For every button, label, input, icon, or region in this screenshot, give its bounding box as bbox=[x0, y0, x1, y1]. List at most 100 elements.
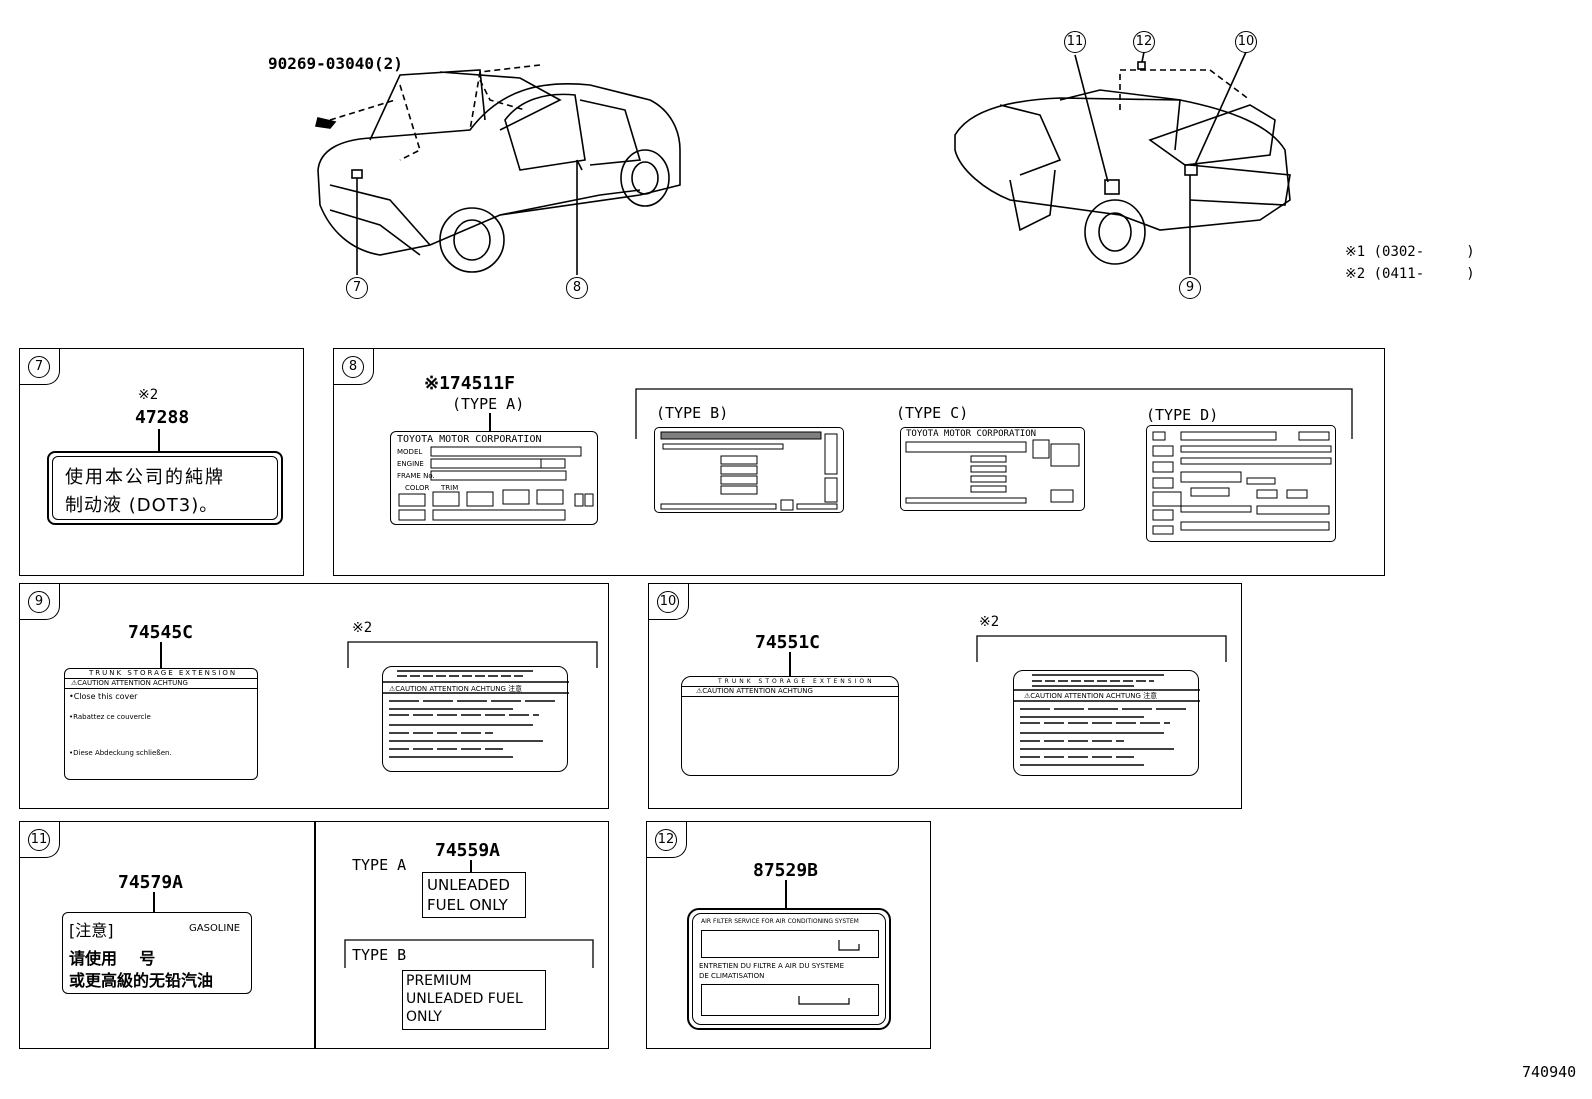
premium-fuel-label: PREMIUM UNLEADED FUEL ONLY bbox=[402, 970, 546, 1030]
type-a-plate: TOYOTA MOTOR CORPORATION MODEL ENGINE FR… bbox=[390, 431, 598, 525]
callout-12: 12 bbox=[1133, 31, 1155, 53]
trunk-label-10-alt: ⚠CAUTION ATTENTION ACHTUNG 注意 bbox=[1013, 670, 1200, 776]
air-filter-box-1 bbox=[701, 930, 879, 958]
callout-8: 8 bbox=[566, 277, 588, 299]
rule bbox=[682, 686, 898, 687]
premium-line-3: ONLY bbox=[406, 1009, 442, 1025]
fuel-type-b-label: TYPE B bbox=[352, 946, 407, 964]
fuel-label-cn: [注意] GASOLINE 请使用 号 或更高級的无铅汽油 bbox=[62, 912, 252, 994]
unleaded-line-1: UNLEADED bbox=[427, 876, 510, 894]
type-d-plate bbox=[1146, 425, 1336, 542]
panel-12: 12 87529B AIR FILTER SERVICE FOR AIR CON… bbox=[646, 821, 931, 1049]
rule bbox=[65, 688, 257, 689]
type-bracket bbox=[635, 388, 1353, 439]
brake-fluid-line-2: 制动液 (DOT3)。 bbox=[65, 495, 219, 516]
leader bbox=[489, 413, 491, 431]
label-inner-border bbox=[692, 913, 886, 1025]
trunk-label-9-alt-lines bbox=[383, 670, 569, 758]
panel-8-ref: 8 bbox=[342, 356, 364, 378]
callout-7: 7 bbox=[346, 277, 368, 299]
panel-9-bracket bbox=[347, 641, 598, 668]
panel-7-tab: 7 bbox=[20, 349, 60, 385]
unleaded-fuel-label: UNLEADED FUEL ONLY bbox=[422, 872, 526, 918]
fuel-type-a-label: TYPE A bbox=[352, 856, 407, 874]
plate-a-engine: ENGINE bbox=[397, 460, 424, 468]
trunk-label-10-title: TRUNK STORAGE EXTENSION bbox=[718, 678, 875, 685]
plate-c-fields bbox=[905, 439, 1080, 504]
panel-10-part-number: 74551C bbox=[755, 632, 821, 653]
trunk-label-10-alt-lines bbox=[1014, 674, 1200, 766]
leader bbox=[470, 860, 472, 872]
panel-9-ref: 9 bbox=[28, 591, 50, 613]
plate-d-fields bbox=[1152, 431, 1332, 535]
type-c-label: (TYPE C) bbox=[896, 404, 969, 422]
trunk-label-9-line-3: •Diese Abdeckung schließen. bbox=[69, 749, 172, 757]
plate-a-color: COLOR bbox=[405, 484, 430, 492]
callout-11: 11 bbox=[1064, 31, 1086, 53]
panel-10: 10 74551C TRUNK STORAGE EXTENSION ⚠CAUTI… bbox=[648, 583, 1242, 809]
rule bbox=[65, 678, 257, 679]
note-2: ※2 (0411- ) bbox=[1345, 266, 1475, 282]
air-filter-fr-line-2: DE CLIMATISATION bbox=[699, 972, 765, 980]
panel-9-part-number: 74545C bbox=[128, 622, 194, 643]
type-c-plate: TOYOTA MOTOR CORPORATION bbox=[900, 427, 1085, 511]
trunk-label-9-alt: ⚠CAUTION ATTENTION ACHTUNG 注意 bbox=[382, 666, 569, 772]
car-illustrations bbox=[315, 51, 1291, 275]
panel-12-part-number: 87529B bbox=[753, 860, 819, 881]
fuel-label-cn-gasoline: GASOLINE bbox=[189, 923, 241, 934]
type-d-label: (TYPE D) bbox=[1146, 406, 1219, 424]
trunk-label-10-caution: ⚠CAUTION ATTENTION ACHTUNG bbox=[696, 687, 813, 695]
bolt-part-number: 90269-03040(2) bbox=[268, 54, 403, 73]
leader bbox=[789, 652, 791, 676]
leader bbox=[153, 892, 155, 912]
plate-b-fields bbox=[660, 431, 838, 511]
panel-7-note: ※2 bbox=[138, 387, 159, 403]
trunk-label-10: TRUNK STORAGE EXTENSION ⚠CAUTION ATTENTI… bbox=[681, 676, 899, 776]
leader bbox=[158, 429, 160, 451]
callout-10: 10 bbox=[1235, 31, 1257, 53]
fuel-type-b-bracket bbox=[344, 939, 594, 968]
air-filter-box-2 bbox=[701, 984, 879, 1016]
air-filter-fr-line-1: ENTRETIEN DU FILTRE A AIR DU SYSTEME bbox=[699, 962, 845, 970]
air-filter-lines bbox=[798, 940, 860, 1005]
panel-10-bracket bbox=[976, 635, 1227, 662]
trunk-label-9: TRUNK STORAGE EXTENSION ⚠CAUTION ATTENTI… bbox=[64, 668, 258, 780]
leader bbox=[160, 642, 162, 668]
premium-line-1: PREMIUM bbox=[406, 973, 472, 989]
premium-line-2: UNLEADED FUEL bbox=[406, 991, 523, 1007]
panel-9-note: ※2 bbox=[352, 620, 373, 636]
panel-9-tab: 9 bbox=[20, 584, 60, 620]
panel-11-tab: 11 bbox=[20, 822, 60, 858]
panel-9: 9 74545C TRUNK STORAGE EXTENSION ⚠CAUTIO… bbox=[19, 583, 609, 809]
panel-10-ref: 10 bbox=[657, 591, 679, 613]
type-a-label: (TYPE A) bbox=[452, 395, 525, 413]
fuel-type-a-part-number: 74559A bbox=[435, 840, 501, 861]
fuel-label-cn-line-2: 或更高級的无铅汽油 bbox=[69, 971, 214, 990]
air-filter-label: AIR FILTER SERVICE FOR AIR CONDITIONING … bbox=[687, 908, 891, 1030]
type-b-label: (TYPE B) bbox=[656, 404, 729, 422]
unleaded-line-2: FUEL ONLY bbox=[427, 896, 508, 914]
trunk-label-10-alt-caution: ⚠CAUTION ATTENTION ACHTUNG 注意 bbox=[1024, 692, 1158, 700]
plate-a-title: TOYOTA MOTOR CORPORATION bbox=[397, 434, 542, 445]
rule bbox=[682, 696, 898, 697]
panel-8-tab: 8 bbox=[334, 349, 374, 385]
trunk-label-9-line-2: •Rabattez ce couvercle bbox=[69, 713, 151, 721]
panel-8: 8 ※174511F (TYPE A) TOYOTA MOTOR CORPORA… bbox=[333, 348, 1385, 576]
plate-a-trim: TRIM bbox=[441, 484, 459, 492]
trunk-label-9-alt-caution: ⚠CAUTION ATTENTION ACHTUNG 注意 bbox=[389, 685, 523, 693]
note-1: ※1 (0302- ) bbox=[1345, 244, 1475, 260]
panel-11: 11 74579A [注意] GASOLINE 请使用 号 或更高級的无铅汽油 … bbox=[19, 821, 609, 1049]
panel-7-ref: 7 bbox=[28, 356, 50, 378]
brake-fluid-line-1: 使用本公司的純牌 bbox=[65, 467, 225, 488]
label-inner-border bbox=[52, 456, 278, 520]
panel-11-divider bbox=[314, 822, 316, 1048]
panel-10-tab: 10 bbox=[649, 584, 689, 620]
plate-a-fields bbox=[398, 446, 594, 521]
type-b-plate bbox=[654, 427, 844, 513]
panel-11-ref: 11 bbox=[28, 829, 50, 851]
plate-a-frame: FRAME No. bbox=[397, 472, 435, 480]
panel-8-part-number: ※174511F bbox=[424, 373, 515, 394]
callout-9: 9 bbox=[1179, 277, 1201, 299]
brake-fluid-label: 使用本公司的純牌 制动液 (DOT3)。 bbox=[47, 451, 283, 525]
fuel-label-cn-line-1: 请使用 号 bbox=[69, 949, 156, 968]
